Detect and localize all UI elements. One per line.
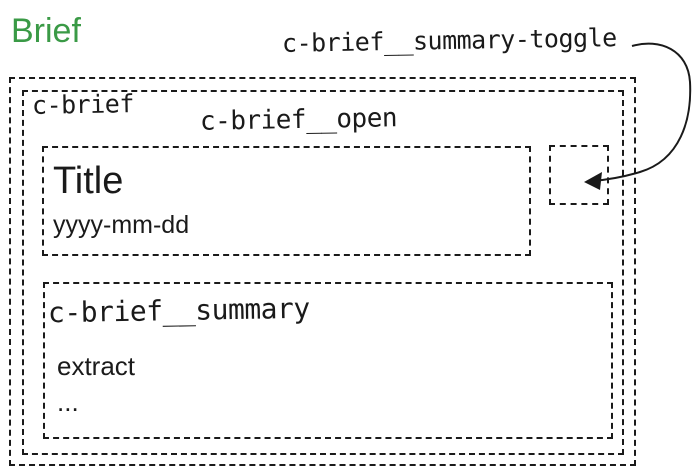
brief-header-box	[42, 146, 531, 256]
outer-container-box	[9, 77, 636, 466]
brief-title: Title	[53, 160, 124, 202]
c-brief-block-box	[22, 90, 624, 455]
diagram-heading: Brief	[11, 12, 81, 50]
summary-ellipsis: ...	[57, 387, 79, 417]
brief-date: yyyy-mm-dd	[53, 211, 190, 239]
summary-extract: extract	[57, 351, 136, 381]
summary-box	[43, 282, 613, 439]
summary-toggle-box	[549, 145, 609, 205]
